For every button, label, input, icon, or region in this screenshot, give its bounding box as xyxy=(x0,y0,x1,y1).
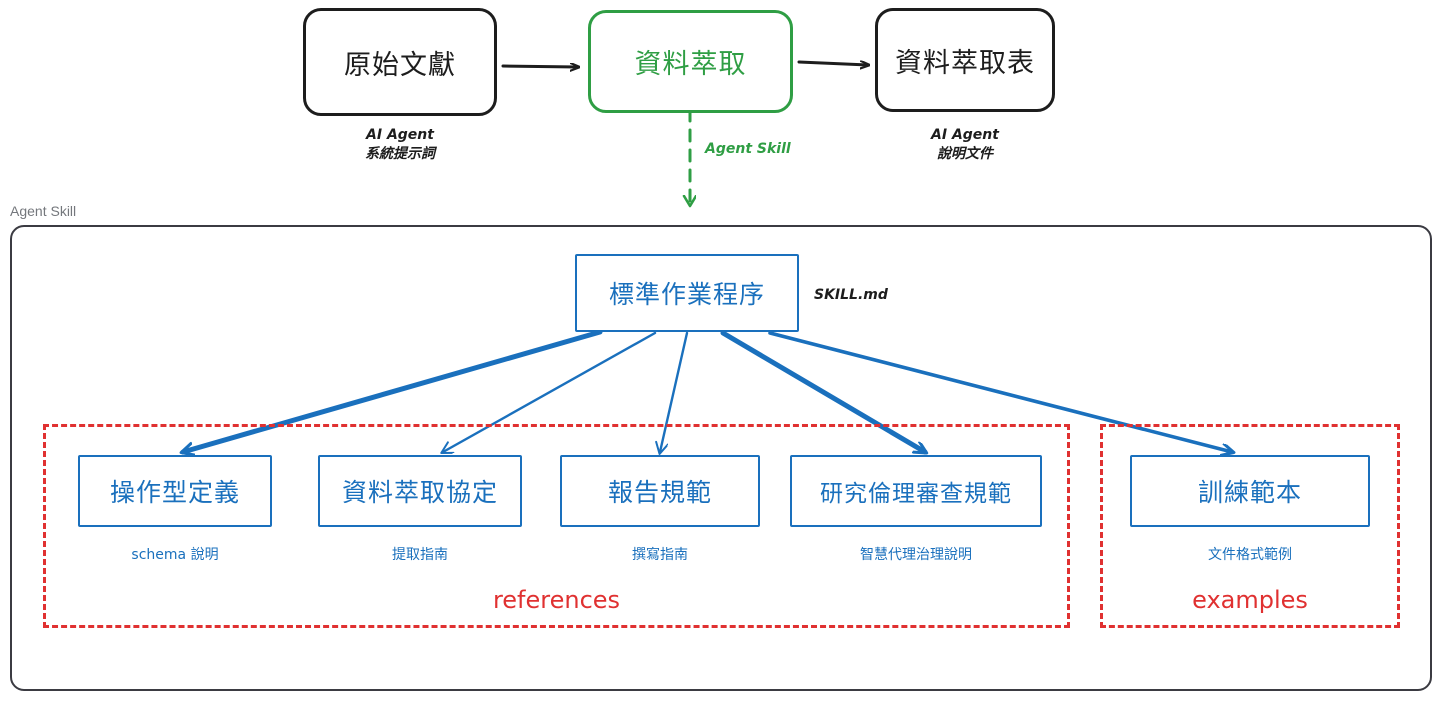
pipeline-node-table[interactable]: 資料萃取表 xyxy=(875,8,1055,112)
agent-skill-container-label: Agent Skill xyxy=(10,203,77,219)
resource-node-reporting-standard-label: 報告規範 xyxy=(607,478,712,507)
pipeline-node-extract-label: 資料萃取 xyxy=(634,49,747,80)
resource-node-reporting-standard[interactable]: 報告規範 xyxy=(560,455,760,527)
resource-node-training-template[interactable]: 訓練範本 xyxy=(1130,455,1370,527)
resource-node-operational-definition-label: 操作型定義 xyxy=(109,478,240,507)
pipeline-node-extract[interactable]: 資料萃取 xyxy=(588,10,793,113)
resource-node-ethics-review-standard-caption: 智慧代理治理說明 xyxy=(860,547,972,563)
resource-node-ethics-review-standard[interactable]: 研究倫理審查規範 xyxy=(790,455,1042,527)
pipeline-node-source[interactable]: 原始文獻 xyxy=(303,8,497,116)
resource-node-operational-definition-caption: schema 說明 xyxy=(131,547,219,563)
group-references-label: references xyxy=(492,586,621,614)
pipeline-node-table-caption: AI Agent 說明文件 xyxy=(931,127,999,162)
group-references xyxy=(43,424,1070,628)
skill-md-file-label: SKILL.md xyxy=(814,287,888,303)
skill-md-node[interactable]: 標準作業程序 xyxy=(575,254,799,332)
resource-node-reporting-standard-caption: 撰寫指南 xyxy=(632,547,688,563)
group-examples xyxy=(1100,424,1400,628)
arrow-source-to-extract xyxy=(501,66,578,67)
resource-node-training-template-label: 訓練範本 xyxy=(1197,478,1302,507)
resource-node-operational-definition[interactable]: 操作型定義 xyxy=(78,455,272,527)
resource-node-extraction-protocol-label: 資料萃取協定 xyxy=(341,478,498,507)
skill-md-label: 標準作業程序 xyxy=(608,280,765,309)
agent-skill-container xyxy=(10,225,1432,691)
pipeline-node-table-label: 資料萃取表 xyxy=(895,47,1035,79)
resource-node-extraction-protocol[interactable]: 資料萃取協定 xyxy=(318,455,522,527)
pipeline-node-source-caption: AI Agent 系統提示詞 xyxy=(365,127,435,162)
group-examples-label: examples xyxy=(1192,586,1308,614)
resource-node-ethics-review-standard-label: 研究倫理審查規範 xyxy=(820,481,1012,507)
resource-node-training-template-caption: 文件格式範例 xyxy=(1208,547,1292,563)
pipeline-node-source-label: 原始文獻 xyxy=(344,49,456,81)
skill-link-label: Agent Skill xyxy=(705,141,791,157)
resource-node-extraction-protocol-caption: 提取指南 xyxy=(392,547,448,563)
arrow-extract-to-table xyxy=(797,60,868,65)
